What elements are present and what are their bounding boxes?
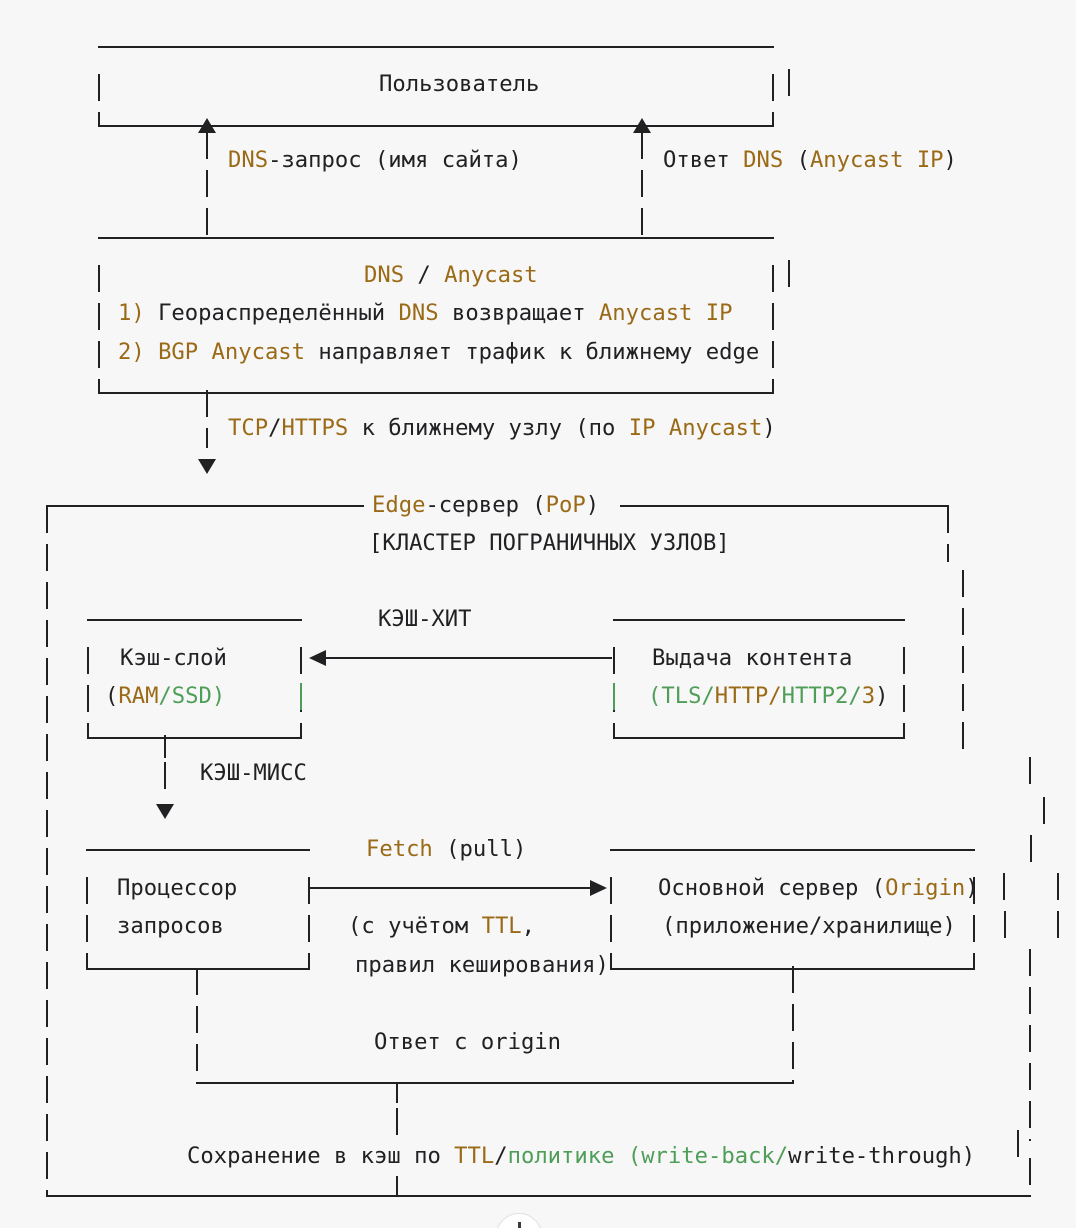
merge-down-stub [396, 1084, 398, 1103]
dns-response-line [641, 132, 643, 236]
dns-box-line1: 1) Геораспределённый DNS возвращает Anyc… [118, 300, 733, 326]
origin-reply-merge-line [196, 1082, 794, 1084]
delivery-box-title: Выдача контента [652, 645, 853, 671]
down-arrow-icon [518, 1222, 521, 1228]
edge-box-right-border-seg2 [962, 570, 964, 756]
dns-request-label: DNS-запрос (имя сайта) [228, 147, 522, 173]
dns-box-line2: 2) BGP Anycast направляет трафик к ближн… [118, 339, 760, 365]
edge-box-right-border-seg5 [1030, 835, 1032, 865]
ttl-note-line2: правил кеширования) [355, 952, 609, 978]
arrowhead-left-cache-hit [309, 650, 326, 666]
cache-hit-arrow-line [324, 657, 612, 659]
edge-box-left-border [46, 506, 48, 1196]
edge-box-top-right-line [620, 505, 949, 507]
dns-response-label: Ответ DNS (Anycast IP) [663, 147, 957, 173]
bottom-junction-stub [396, 1176, 398, 1195]
outer-right-border-seg1 [1057, 873, 1059, 905]
cache-box-title: Кэш-слой [120, 645, 227, 671]
edge-box-right-border-seg4 [1043, 797, 1045, 829]
save-cache-label: Сохранение в кэш по TTL/политике (write-… [187, 1143, 976, 1169]
dns-box-title: DNS / Anycast [364, 262, 538, 288]
arrowhead-up-dns-request [198, 118, 216, 133]
edge-box-right-border-seg8 [1029, 949, 1031, 1141]
origin-box-line1: Основной сервер (Origin) [658, 875, 979, 901]
edge-box-top-left-line [46, 505, 364, 507]
request-processor-box [86, 849, 310, 970]
cache-layer-box [87, 619, 302, 739]
tcp-https-label: TCP/HTTPS к ближнему узлу (по IP Anycast… [228, 415, 776, 441]
edge-box-right-border-seg1 [947, 506, 949, 562]
arrowhead-down-cache-miss [156, 804, 174, 819]
merge-down-line [396, 1108, 398, 1136]
user-box-title: Пользователь [379, 71, 540, 97]
origin-box-line2: (приложение/хранилище) [662, 913, 956, 939]
ttl-note-line1: (с учётом TTL, [348, 913, 536, 939]
fetch-arrow-line [310, 887, 592, 889]
arrowhead-up-dns-response [633, 118, 651, 133]
origin-reply-label: Ответ с origin [374, 1029, 562, 1055]
edge-box-right-border-seg7 [1004, 911, 1006, 943]
tcp-connector-line [206, 390, 208, 448]
cluster-note: [КЛАСТЕР ПОГРАНИЧНЫХ УЗЛОВ] [369, 530, 730, 556]
edge-box-right-border-seg6 [1003, 873, 1005, 905]
user-box-row-border-bar [788, 69, 790, 96]
edge-box-right-border-seg9 [1017, 1130, 1019, 1162]
delivery-box-subtitle: (TLS/HTTP/HTTP2/3) [648, 683, 889, 709]
dns-anycast-box [98, 237, 774, 394]
user-box [98, 46, 774, 127]
processor-box-line1: Процессор [117, 875, 238, 901]
cache-hit-label: КЭШ-ХИТ [378, 606, 472, 632]
content-delivery-box [613, 619, 905, 739]
origin-down-line [792, 966, 794, 1083]
scroll-down-button[interactable] [496, 1213, 542, 1228]
arrowhead-right-fetch [590, 880, 607, 896]
edge-box-bottom-line [46, 1195, 1031, 1197]
dns-box-row-border-bar [788, 260, 790, 287]
dns-request-line [206, 132, 208, 236]
edge-box-bottom-right-corner [1029, 1158, 1031, 1196]
processor-down-line [196, 968, 198, 1083]
delivery-box-green-border-bar [613, 683, 615, 710]
fetch-label: Fetch (pull) [366, 836, 527, 862]
outer-right-border-seg2 [1057, 911, 1059, 943]
arrowhead-down-to-edge [198, 459, 216, 474]
cache-box-green-border-bar [300, 683, 302, 710]
cache-miss-line [164, 762, 166, 791]
edge-box-title: Edge-сервер (PoP) [372, 492, 600, 518]
cache-miss-stub [164, 735, 166, 758]
cache-miss-label: КЭШ-МИСС [200, 760, 307, 786]
edge-box-right-border-seg3 [1029, 757, 1031, 793]
processor-box-line2: запросов [117, 913, 224, 939]
cache-box-subtitle: (RAM/SSD) [105, 683, 226, 709]
